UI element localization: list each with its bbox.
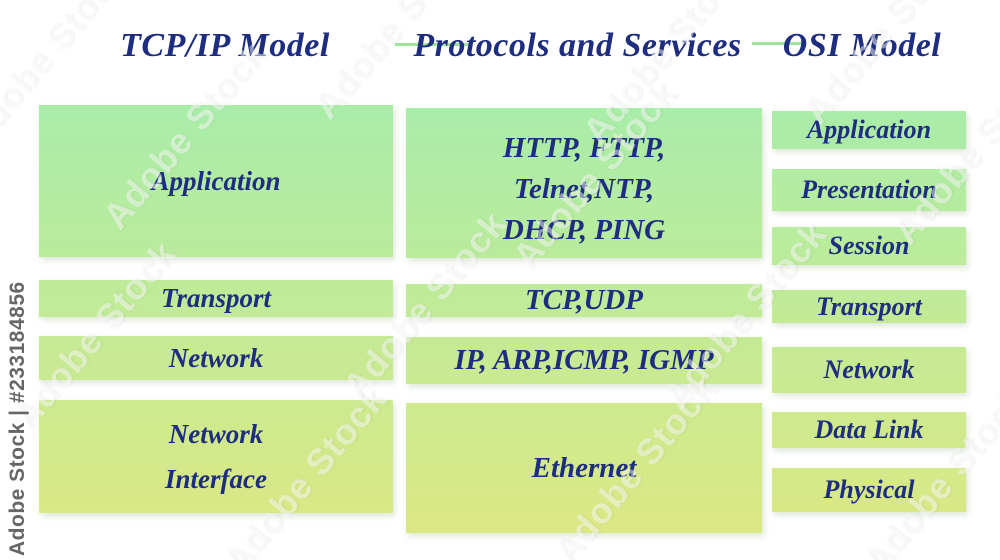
protocol-list-line: DHCP, PING: [502, 213, 666, 246]
osi-layer-session: Session: [772, 227, 966, 265]
connector-line-left: [395, 43, 468, 46]
connector-line-right: [752, 42, 802, 45]
layer-label-line: Network: [168, 418, 264, 449]
osi-layer-transport: Transport: [772, 290, 966, 323]
protocol-list-line: Telnet,NTP,: [513, 172, 655, 205]
tcpip-layer-application: Application: [39, 105, 393, 257]
osi-layer-physical: Physical: [772, 468, 966, 512]
protocols-transport-box: TCP,UDP: [406, 284, 762, 317]
adobe-stock-watermark: Adobe Stock: [884, 48, 1000, 252]
protocols-link-box: Ethernet: [406, 403, 762, 533]
layer-label: Data Link: [814, 415, 924, 444]
tcpip-model-title: TCP/IP Model: [120, 27, 330, 64]
osi-layer-data-link: Data Link: [772, 412, 966, 448]
layer-label: Application: [806, 115, 932, 144]
layer-label: Application: [151, 165, 281, 196]
osi-layer-application: Application: [772, 111, 966, 149]
tcpip-layer-network-interface: Network Interface: [39, 400, 393, 513]
osi-layer-network: Network: [772, 347, 966, 393]
layer-label: Transport: [160, 283, 272, 313]
tcpip-layer-transport: Transport: [39, 280, 393, 317]
layer-label: Transport: [816, 291, 922, 321]
layer-label: Network: [168, 342, 264, 373]
protocol-list-line: Ethernet: [531, 451, 637, 484]
layer-label: Network: [823, 355, 915, 384]
layer-label: Physical: [823, 475, 915, 504]
protocols-application-box: HTTP, FTTP, Telnet,NTP, DHCP, PING: [406, 108, 762, 258]
osi-model-title: OSI Model: [782, 27, 942, 64]
layer-label: Presentation: [801, 175, 937, 204]
osi-layer-presentation: Presentation: [772, 169, 966, 211]
protocols-network-box: IP, ARP,ICMP, IGMP: [406, 337, 762, 384]
protocol-list-line: TCP,UDP: [525, 284, 643, 316]
layer-label: Session: [828, 231, 910, 260]
protocols-services-title: Protocols and Services: [413, 27, 742, 64]
tcpip-layer-network: Network: [39, 336, 393, 380]
protocol-list-line: IP, ARP,ICMP, IGMP: [454, 344, 714, 376]
protocol-list-line: HTTP, FTTP,: [502, 131, 666, 164]
stock-id-watermark: Adobe Stock | #233184856: [6, 281, 29, 556]
layer-label-line: Interface: [165, 463, 267, 494]
